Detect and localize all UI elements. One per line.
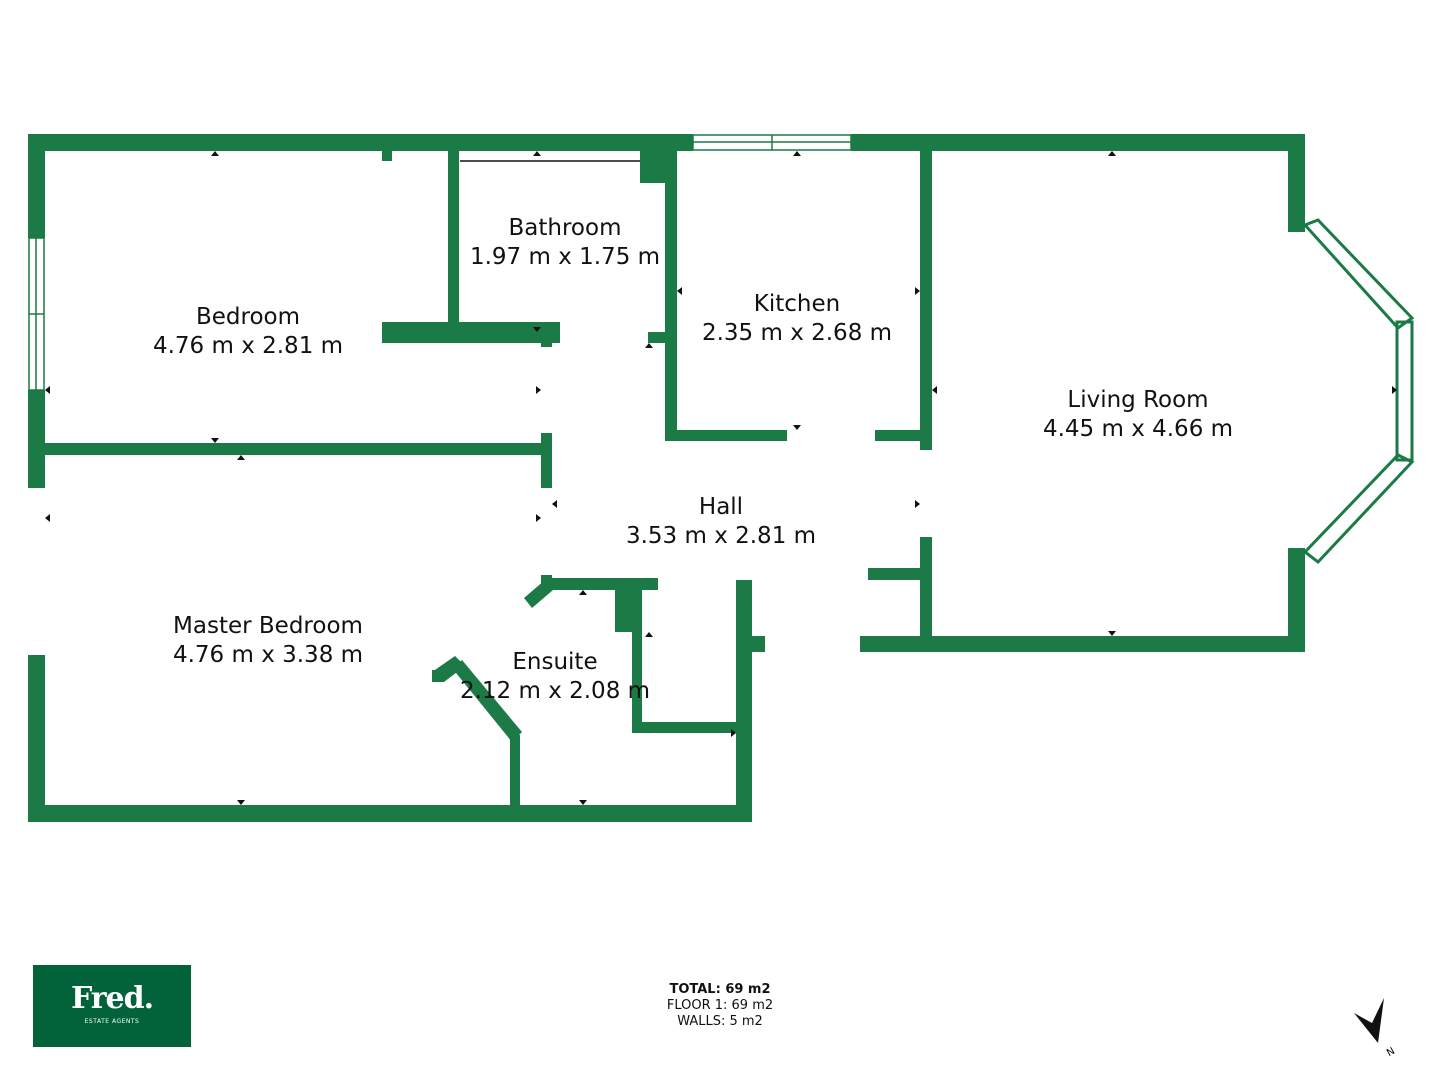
walls: [28, 134, 1305, 822]
room-size: 4.76 m x 3.38 m: [172, 642, 364, 668]
room-hall: Hall 3.53 m x 2.81 m: [626, 493, 816, 551]
room-ensuite: Ensuite 2.12 m x 2.08 m: [460, 648, 650, 706]
compass-arrow-icon: N: [1354, 998, 1397, 1059]
room-name: Bathroom: [508, 215, 622, 241]
logo-name: Fred.: [70, 981, 154, 1016]
room-name: Kitchen: [753, 291, 841, 317]
room-bedroom: Bedroom 4.76 m x 2.81 m: [153, 303, 343, 361]
room-size: 4.76 m x 2.81 m: [152, 333, 344, 359]
total-area: TOTAL: 69 m2: [669, 982, 771, 997]
room-name: Hall: [698, 494, 744, 520]
compass-label: N: [1385, 1046, 1397, 1059]
floor-area: FLOOR 1: 69 m2: [666, 998, 774, 1013]
windows: [28, 134, 1415, 565]
room-name: Master Bedroom: [173, 613, 363, 639]
room-size: 2.12 m x 2.08 m: [459, 678, 651, 704]
area-totals: TOTAL: 69 m2 FLOOR 1: 69 m2 WALLS: 5 m2: [667, 982, 773, 1030]
room-bathroom: Bathroom 1.97 m x 1.75 m: [470, 214, 660, 272]
room-master-bedroom: Master Bedroom 4.76 m x 3.38 m: [173, 612, 363, 670]
room-kitchen: Kitchen 2.35 m x 2.68 m: [702, 290, 892, 348]
dimension-arrows: [45, 151, 1397, 805]
north-compass: N: [1350, 995, 1400, 1064]
room-size: 4.45 m x 4.66 m: [1042, 416, 1234, 442]
room-name: Living Room: [1067, 387, 1209, 413]
walls-area: WALLS: 5 m2: [677, 1014, 763, 1029]
room-size: 2.35 m x 2.68 m: [701, 320, 893, 346]
room-size: 3.53 m x 2.81 m: [625, 523, 817, 549]
logo-subtitle: ESTATE AGENTS: [84, 1018, 140, 1025]
room-name: Bedroom: [195, 304, 301, 330]
room-living-room: Living Room 4.45 m x 4.66 m: [1043, 386, 1233, 444]
room-size: 1.97 m x 1.75 m: [469, 244, 661, 270]
agent-logo: Fred. ESTATE AGENTS: [33, 965, 191, 1047]
room-name: Ensuite: [512, 649, 598, 675]
